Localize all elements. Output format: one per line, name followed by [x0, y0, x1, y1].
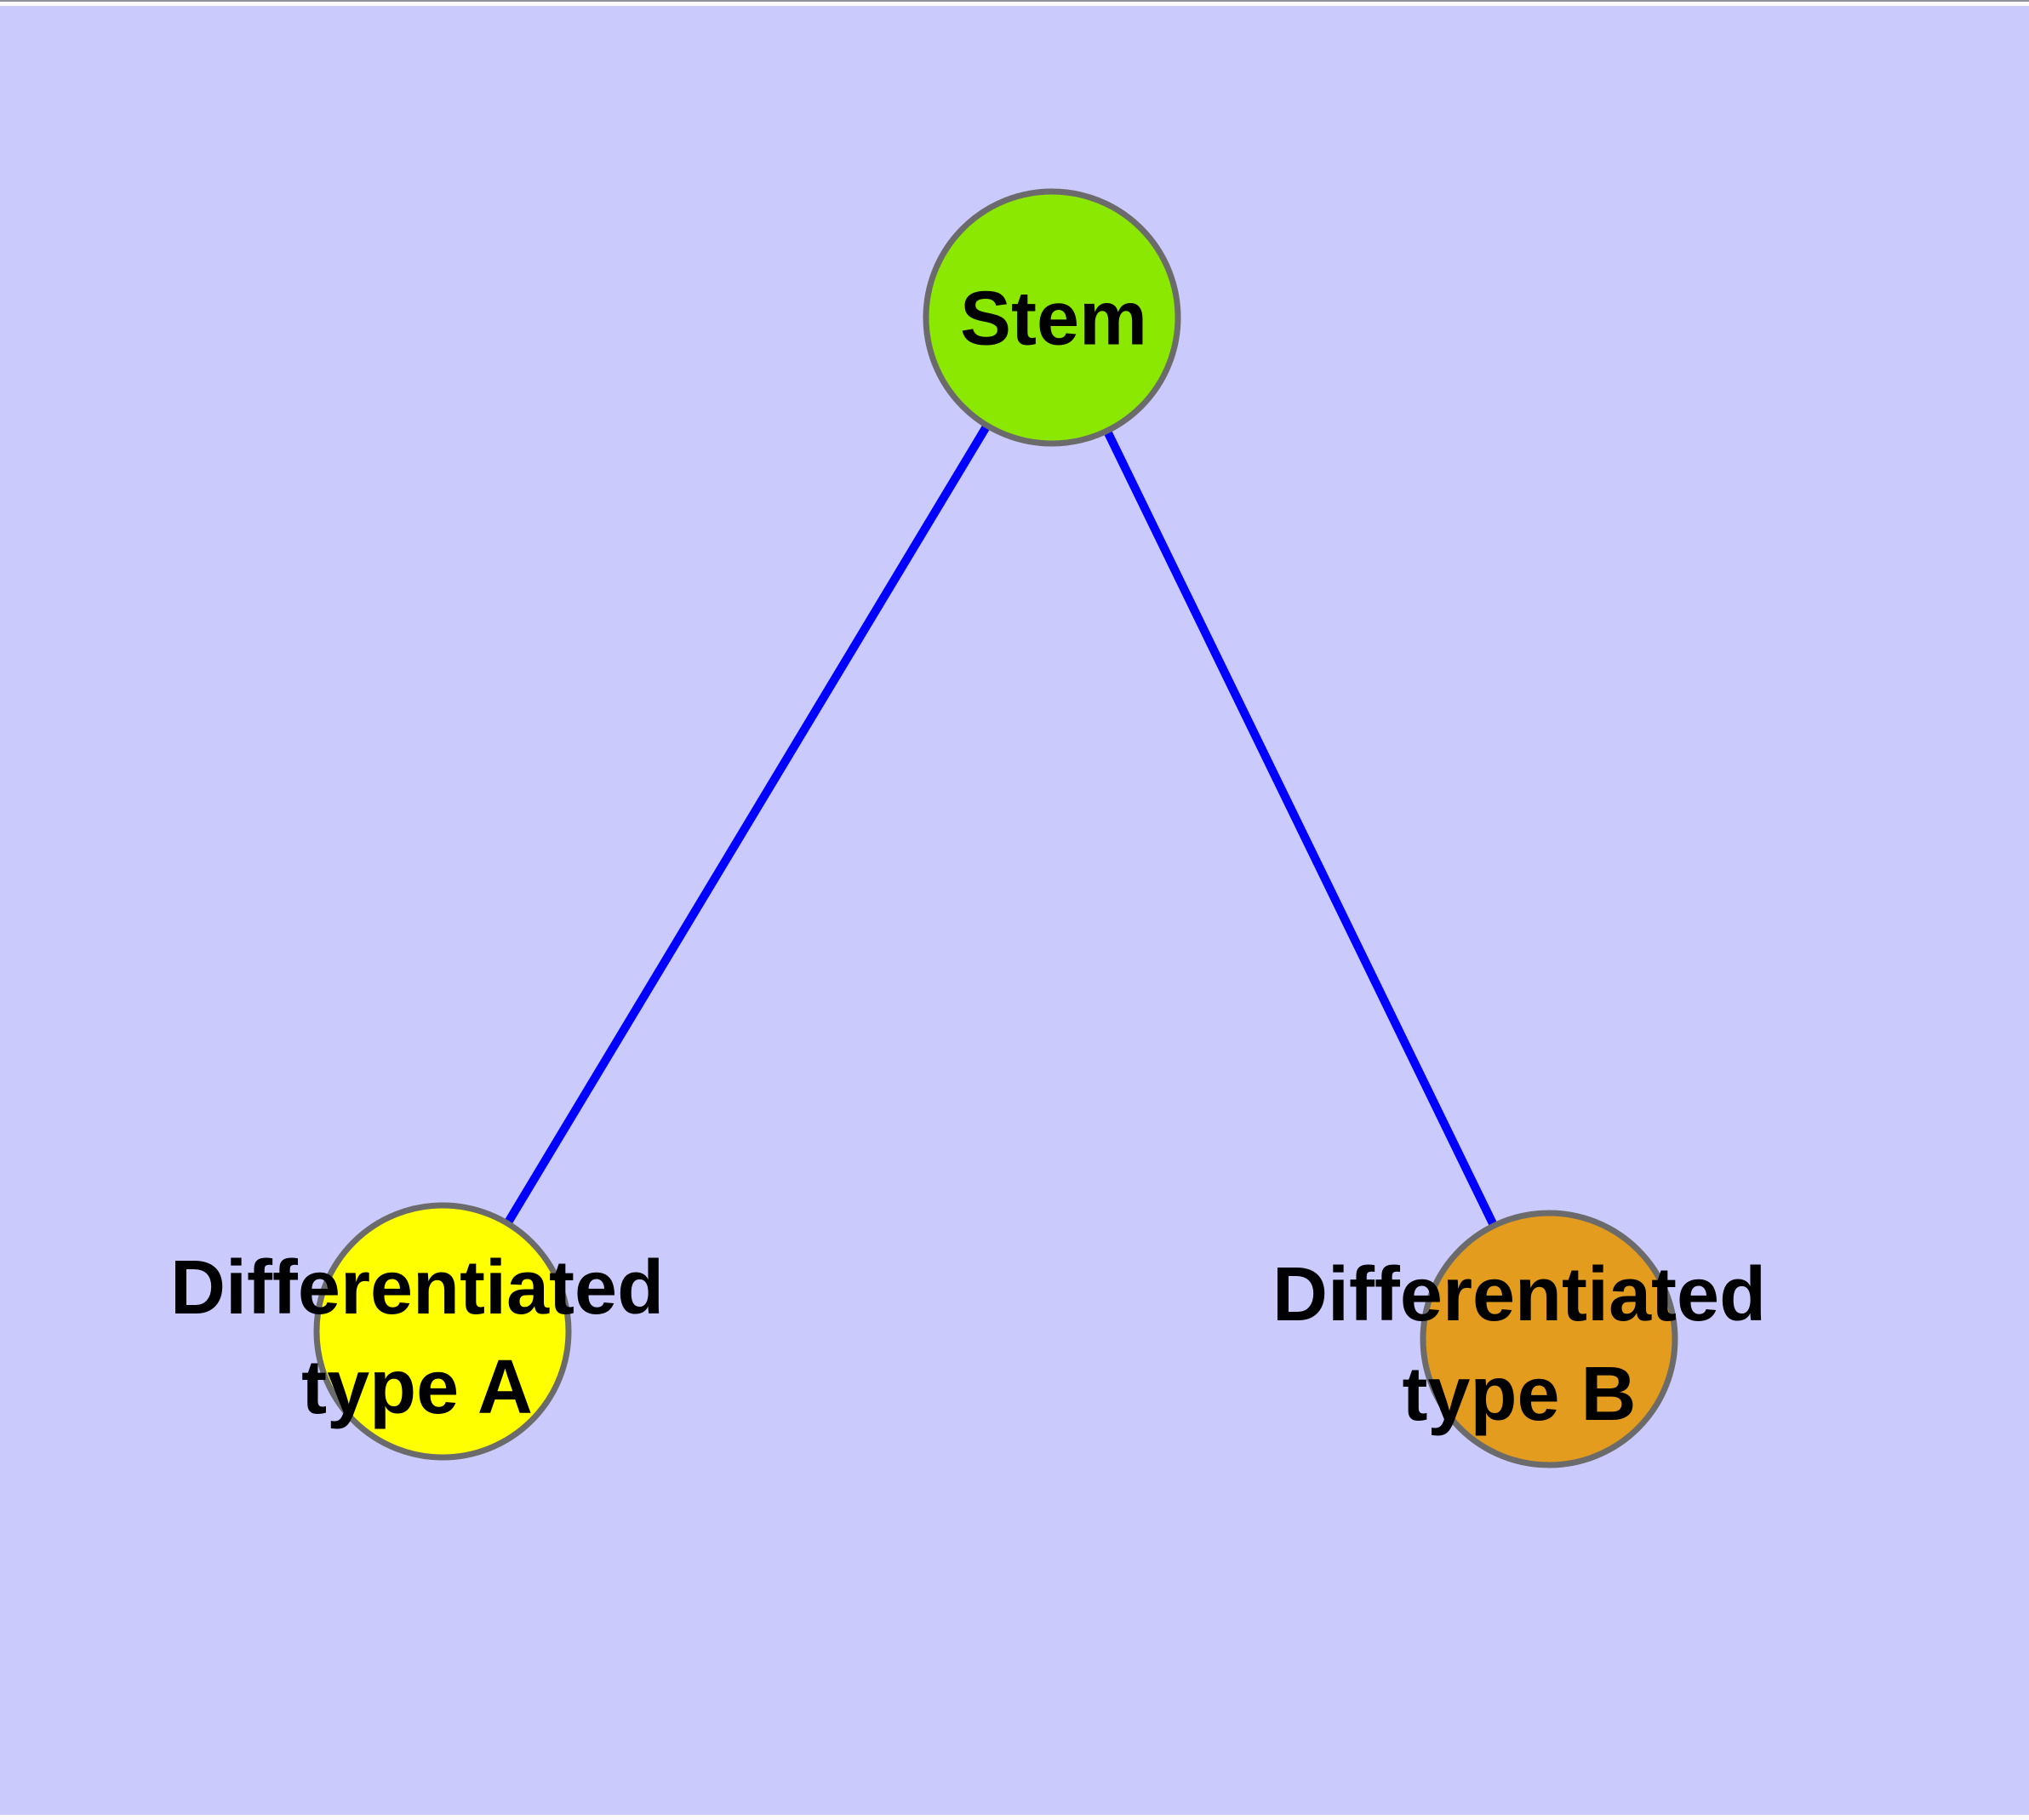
label-stem-line: Stem [959, 276, 1148, 362]
node-stem [923, 188, 1181, 447]
label-type-b-line-2: type B [1402, 1352, 1637, 1437]
label-type-a-line-1: Differentiated [169, 1245, 665, 1331]
edge-stem-to-type-a [438, 315, 1056, 1334]
top-margin [0, 0, 2029, 6]
node-differentiated-type-b [1420, 1210, 1678, 1468]
label-type-b-line-1: Differentiated [1272, 1252, 1767, 1337]
label-type-a-line-2: type A [301, 1345, 533, 1430]
node-differentiated-type-a [313, 1202, 572, 1461]
label-stem: Stem [960, 270, 1147, 369]
label-differentiated-type-a: Differentiated type A [170, 1239, 664, 1438]
label-differentiated-type-b: Differentiated type B [1272, 1245, 1766, 1445]
edge-stem-to-type-b [1048, 315, 1553, 1342]
bottom-margin [0, 1815, 2029, 1820]
